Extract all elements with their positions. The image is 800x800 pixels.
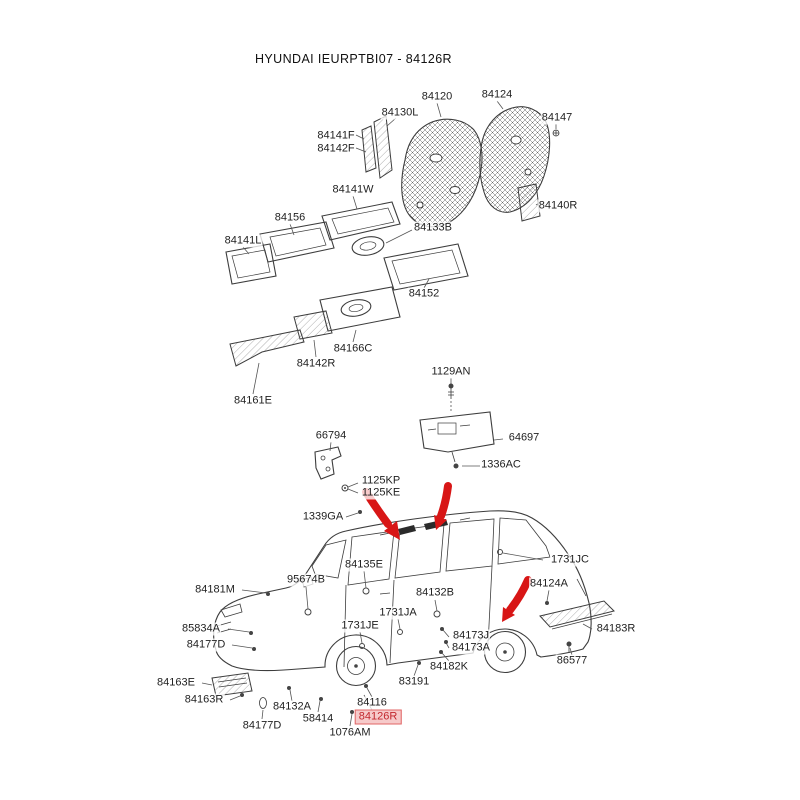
part-label-95674B[interactable]: 95674B bbox=[286, 573, 326, 587]
part-label-58414[interactable]: 58414 bbox=[301, 712, 335, 726]
part-label-84133B[interactable]: 84133B bbox=[413, 221, 453, 235]
part-shape-1339GA bbox=[358, 510, 362, 514]
part-label-86577[interactable]: 86577 bbox=[555, 654, 589, 668]
part-label-1731JE[interactable]: 1731JE bbox=[340, 619, 380, 633]
part-label-84173A[interactable]: 84173A bbox=[451, 641, 491, 655]
part-label-84140R[interactable]: 84140R bbox=[537, 199, 579, 213]
part-shape-84141W bbox=[321, 201, 401, 241]
part-label-84156[interactable]: 84156 bbox=[273, 211, 307, 225]
diagram-title: HYUNDAI IEURPTBI07 - 84126R bbox=[255, 52, 452, 66]
part-label-64697[interactable]: 64697 bbox=[507, 431, 541, 445]
part-label-85834A[interactable]: 85834A bbox=[181, 622, 221, 636]
part-label-84135E[interactable]: 84135E bbox=[344, 558, 384, 572]
part-shape-84161E bbox=[229, 329, 305, 367]
part-label-84124[interactable]: 84124 bbox=[480, 88, 514, 102]
part-label-84130L[interactable]: 84130L bbox=[380, 106, 420, 120]
part-label-84173J[interactable]: 84173J bbox=[451, 629, 491, 643]
part-label-84147[interactable]: 84147 bbox=[540, 111, 574, 125]
part-shape-84163E bbox=[211, 672, 253, 697]
part-label-84141F[interactable]: 84141F bbox=[316, 129, 356, 143]
red-arrow-roof-right bbox=[437, 482, 452, 520]
part-label-84132A[interactable]: 84132A bbox=[272, 700, 312, 714]
part-label-84182K[interactable]: 84182K bbox=[429, 660, 469, 674]
van-rear-lamp bbox=[576, 578, 587, 597]
part-label-1731JC[interactable]: 1731JC bbox=[550, 553, 590, 567]
red-arrow-rear-pillar bbox=[506, 576, 532, 614]
part-label-84181M[interactable]: 84181M bbox=[194, 583, 236, 597]
part-label-84126R-highlighted[interactable]: 84126R bbox=[354, 709, 402, 725]
part-shape-84124 bbox=[479, 106, 551, 213]
part-shape-86577 bbox=[566, 641, 572, 653]
part-label-1129AN[interactable]: 1129AN bbox=[430, 365, 472, 379]
roof-insulator-patch bbox=[398, 525, 416, 535]
upper-exploded-view bbox=[225, 106, 560, 514]
van-headlight bbox=[220, 603, 243, 618]
van-line-art bbox=[211, 510, 615, 709]
part-label-84163R[interactable]: 84163R bbox=[183, 693, 225, 707]
van-windshield bbox=[311, 539, 347, 579]
part-shape-84166C bbox=[319, 286, 401, 332]
front-wheel bbox=[335, 645, 377, 687]
part-shape-84130L bbox=[373, 115, 393, 179]
leader-lines bbox=[201, 100, 593, 727]
part-label-1731JA[interactable]: 1731JA bbox=[378, 606, 418, 620]
part-label-83191[interactable]: 83191 bbox=[397, 675, 431, 689]
part-label-1339GA[interactable]: 1339GA bbox=[301, 510, 345, 524]
part-shape-1125-clip bbox=[341, 484, 349, 492]
part-label-84161E[interactable]: 84161E bbox=[233, 394, 273, 408]
part-label-84183R[interactable]: 84183R bbox=[595, 622, 637, 636]
part-label-84120[interactable]: 84120 bbox=[420, 90, 454, 104]
part-shape-84120 bbox=[401, 118, 483, 228]
part-label-84142R[interactable]: 84142R bbox=[295, 357, 337, 371]
part-shape-84133B bbox=[351, 236, 385, 256]
part-label-84152[interactable]: 84152 bbox=[407, 287, 441, 301]
part-label-1125KP[interactable]: 1125KP bbox=[360, 474, 402, 488]
callout-markers bbox=[240, 549, 549, 714]
part-label-1125KE[interactable]: 1125KE bbox=[360, 486, 402, 500]
part-shape-84156 bbox=[259, 221, 335, 263]
part-shape-84177D-pin bbox=[259, 697, 267, 709]
van-windows bbox=[347, 517, 551, 586]
red-arrows bbox=[362, 482, 532, 622]
part-label-84177D-lower[interactable]: 84177D bbox=[241, 719, 283, 733]
part-shape-84141F bbox=[361, 125, 377, 173]
part-label-84163E[interactable]: 84163E bbox=[156, 676, 196, 690]
part-label-84141L[interactable]: 84141L bbox=[223, 234, 263, 248]
part-label-84124A[interactable]: 84124A bbox=[529, 577, 569, 591]
part-shape-84183R bbox=[539, 600, 615, 628]
part-label-84166C[interactable]: 84166C bbox=[332, 342, 374, 356]
part-shape-1336AC bbox=[453, 463, 459, 469]
part-label-66794[interactable]: 66794 bbox=[314, 429, 348, 443]
van-body-outline bbox=[213, 510, 592, 672]
part-shape-66794 bbox=[314, 446, 342, 480]
part-shape-84140R bbox=[517, 183, 541, 222]
part-label-84142F[interactable]: 84142F bbox=[316, 142, 356, 156]
part-shape-84147 bbox=[552, 129, 560, 137]
part-label-84141W[interactable]: 84141W bbox=[331, 183, 375, 197]
part-label-84132B[interactable]: 84132B bbox=[415, 586, 455, 600]
part-shape-64697 bbox=[419, 411, 495, 463]
part-shape-84152 bbox=[383, 243, 469, 291]
part-label-1076AM[interactable]: 1076AM bbox=[328, 726, 372, 740]
part-label-1336AC[interactable]: 1336AC bbox=[480, 458, 522, 472]
part-shape-1129AN bbox=[448, 383, 454, 411]
part-label-84116[interactable]: 84116 bbox=[356, 696, 388, 710]
part-label-84177D-upper[interactable]: 84177D bbox=[185, 638, 227, 652]
